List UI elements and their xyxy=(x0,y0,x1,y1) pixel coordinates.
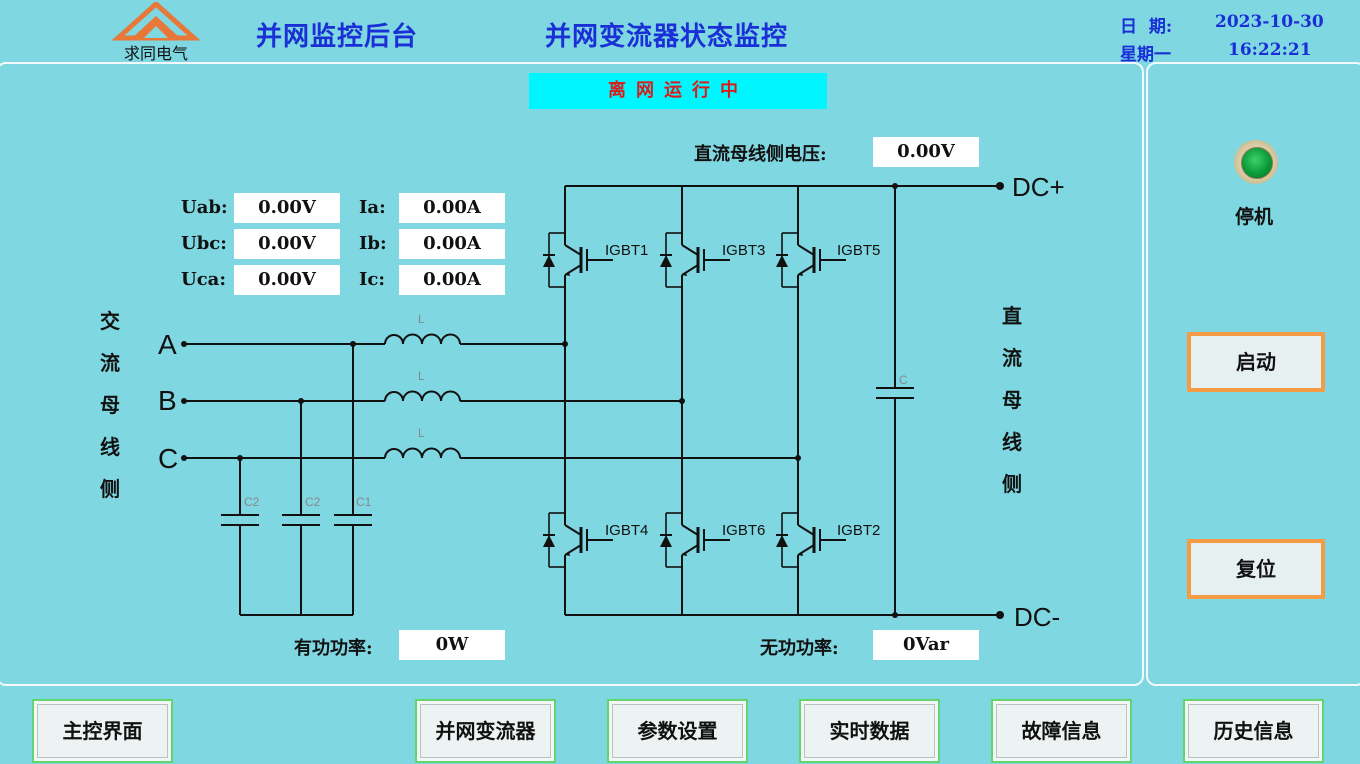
status-box: 离网运行中 xyxy=(529,73,827,109)
dc-bus-side-label: 直 流 母 线 侧 xyxy=(1002,304,1022,496)
nav-history-info-button[interactable]: 历史信息 xyxy=(1183,699,1324,763)
ubc-label: Ubc: xyxy=(181,233,227,254)
run-indicator-lamp xyxy=(1234,140,1278,184)
nav-main-control-button[interactable]: 主控界面 xyxy=(32,699,173,763)
ib-label: Ib: xyxy=(359,233,387,254)
phase-b-label: B xyxy=(158,385,177,416)
nav-fault-info-button[interactable]: 故障信息 xyxy=(991,699,1132,763)
reactive-power-value: 0Var xyxy=(873,630,979,660)
logo: 求同电气 xyxy=(110,2,202,63)
ubc-value: 0.00V xyxy=(234,229,340,259)
igbt1-switch xyxy=(541,223,615,297)
dc-cap-label: C xyxy=(899,373,908,387)
active-power-label: 有功功率: xyxy=(294,638,373,659)
uca-value: 0.00V xyxy=(234,265,340,295)
ac-bus-side-label: 交 流 母 线 侧 xyxy=(100,309,120,501)
cap-c1-label: C1 xyxy=(356,495,372,509)
inductor-a-label: L xyxy=(418,312,425,326)
ia-value: 0.00A xyxy=(399,193,505,223)
igbt5-switch xyxy=(774,223,848,297)
igbt3-switch xyxy=(658,223,732,297)
ia-label: Ia: xyxy=(359,197,386,218)
igbt6-switch xyxy=(658,503,732,577)
igbt6-label: IGBT6 xyxy=(722,522,765,539)
date-label: 日 期: xyxy=(1120,17,1173,37)
dc-voltage-value: 0.00V xyxy=(873,137,979,167)
igbt2-label: IGBT2 xyxy=(837,522,880,539)
start-button[interactable]: 启动 xyxy=(1187,332,1325,392)
reactive-power-label: 无功功率: xyxy=(760,638,839,659)
dc-minus-label: DC- xyxy=(1014,602,1060,632)
circuit-diagram: A B C L L L C2 C2 C1 C IGBT1 IGBT3 IGBT5… xyxy=(158,172,1065,632)
reset-button[interactable]: 复位 xyxy=(1187,539,1325,599)
inductor-a xyxy=(384,333,461,345)
uca-label: Uca: xyxy=(181,269,226,290)
date-value: 2023-10-30 xyxy=(1215,12,1324,32)
ic-value: 0.00A xyxy=(399,265,505,295)
active-power-value: 0W xyxy=(399,630,505,660)
inductor-b xyxy=(384,390,461,402)
ib-value: 0.00A xyxy=(399,229,505,259)
logo-icon xyxy=(111,2,201,41)
app-title: 并网监控后台 xyxy=(256,22,419,52)
igbt4-switch xyxy=(541,503,615,577)
nav-parameter-settings-button[interactable]: 参数设置 xyxy=(607,699,748,763)
nav-realtime-data-button[interactable]: 实时数据 xyxy=(799,699,940,763)
page-title: 并网变流器状态监控 xyxy=(545,22,789,52)
igbt2-switch xyxy=(774,503,848,577)
dc-plus-label: DC+ xyxy=(1012,172,1065,202)
igbt1-label: IGBT1 xyxy=(605,242,648,259)
igbt5-label: IGBT5 xyxy=(837,242,880,259)
inductor-b-label: L xyxy=(418,369,425,383)
side-panel xyxy=(1146,62,1360,686)
inductor-c xyxy=(384,447,461,459)
cap-c2-a-label: C2 xyxy=(244,495,260,509)
nav-grid-converter-button[interactable]: 并网变流器 xyxy=(415,699,556,763)
uab-value: 0.00V xyxy=(234,193,340,223)
inductor-c-label: L xyxy=(418,426,425,440)
phase-c-label: C xyxy=(158,443,178,474)
igbt3-label: IGBT3 xyxy=(722,242,765,259)
dc-voltage-label: 直流母线侧电压: xyxy=(694,144,827,165)
run-state-text: 停机 xyxy=(1235,206,1274,228)
cap-c2-b-label: C2 xyxy=(305,495,321,509)
ic-label: Ic: xyxy=(359,269,386,290)
logo-text: 求同电气 xyxy=(123,44,188,63)
time-value: 16:22:21 xyxy=(1228,40,1312,60)
weekday: 星期一 xyxy=(1120,45,1171,65)
phase-a-label: A xyxy=(158,329,177,360)
indicator-light-icon xyxy=(1241,147,1273,179)
igbt4-label: IGBT4 xyxy=(605,522,648,539)
uab-label: Uab: xyxy=(181,197,228,218)
main-panel xyxy=(0,62,1144,686)
